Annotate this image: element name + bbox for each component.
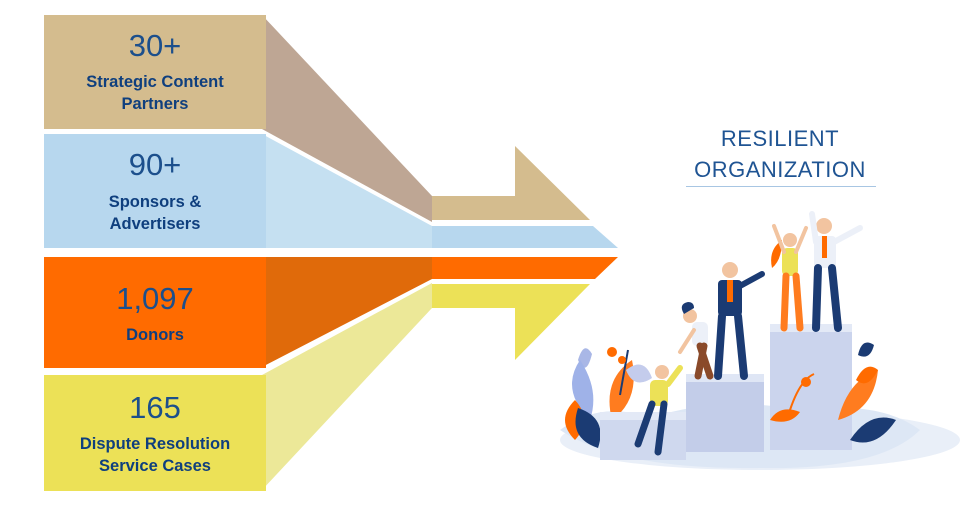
stream-dispute-cases (262, 283, 432, 490)
box-strategic-partners (44, 15, 266, 129)
box-dispute-cases (44, 375, 266, 491)
stat-label-sponsors-line2: Advertisers (109, 215, 201, 233)
stream-sponsors (262, 134, 432, 248)
box-donors (44, 257, 266, 368)
arrow-stripe-blue (432, 226, 618, 248)
stat-value-dispute-cases: 165 (129, 390, 181, 425)
arrow-stripe-tan (432, 146, 590, 220)
result-title-line1: RESILIENT (720, 126, 840, 151)
stat-label-donors: Donors (126, 326, 184, 344)
title-underline (686, 186, 876, 187)
result-title-line2: ORGANIZATION (694, 157, 866, 182)
stream-strategic-partners (262, 15, 432, 222)
people-climbing-podium-illustration (560, 211, 960, 470)
arrow-stripe-yellow (432, 284, 590, 360)
stat-value-sponsors: 90+ (128, 147, 182, 182)
box-sponsors (44, 134, 266, 248)
arrow-stripe-orange (432, 257, 618, 279)
stat-label-strategic-partners-line2: Partners (121, 95, 189, 113)
stat-label-dispute-cases-line1: Dispute Resolution (79, 435, 231, 453)
stat-value-donors: 1,097 (116, 281, 194, 316)
stat-value-strategic-partners: 30+ (128, 28, 182, 63)
stat-label-strategic-partners-line1: Strategic Content (86, 73, 224, 91)
stat-label-dispute-cases-line2: Service Cases (99, 457, 211, 475)
stream-donors (262, 257, 432, 367)
stat-label-sponsors-line1: Sponsors & (108, 193, 202, 211)
